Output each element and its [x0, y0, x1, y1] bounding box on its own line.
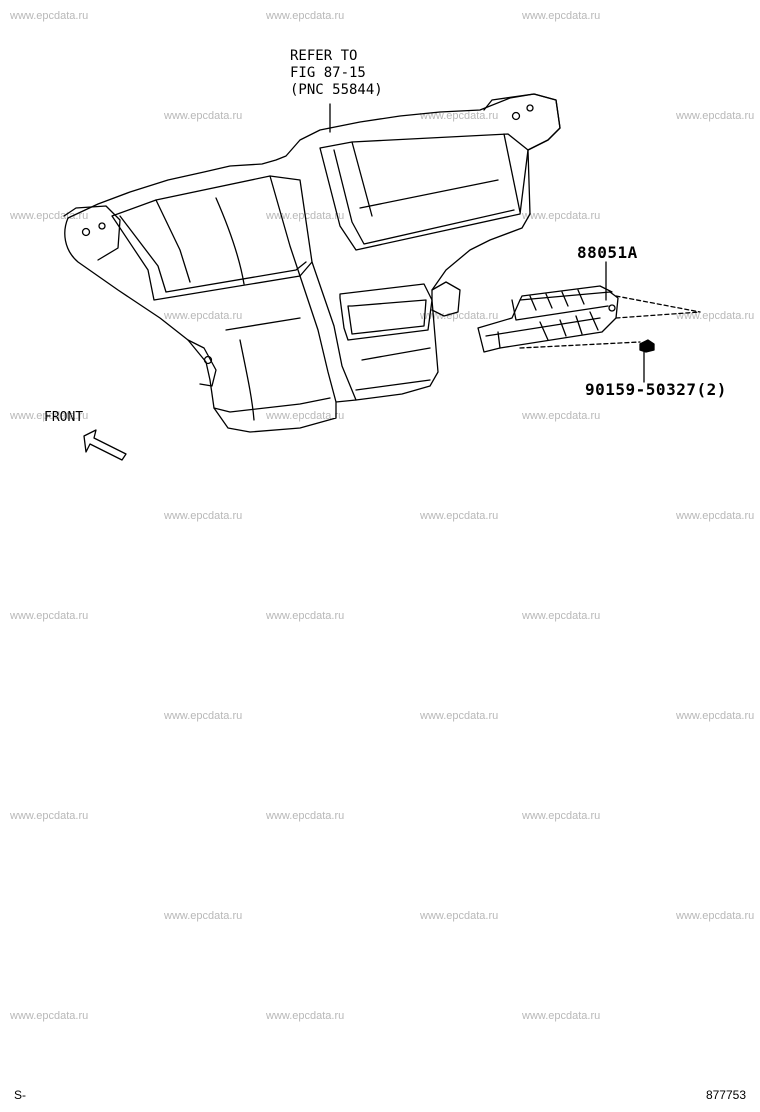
watermark-text: www.epcdata.ru [420, 110, 499, 122]
refer-note-line1: REFER TO [290, 48, 358, 64]
watermark-text: www.epcdata.ru [676, 510, 755, 522]
watermark-text: www.epcdata.ru [164, 310, 243, 322]
watermark-text: www.epcdata.ru [420, 910, 499, 922]
watermark-text: www.epcdata.ru [522, 410, 601, 422]
watermark-text: www.epcdata.ru [676, 110, 755, 122]
screw-90159-50327 [639, 339, 655, 383]
watermark-text: www.epcdata.ru [420, 310, 499, 322]
control-unit-88051A [477, 261, 701, 353]
watermark-text: www.epcdata.ru [676, 310, 755, 322]
heater-duct-housing [63, 93, 561, 433]
part-number-90159-50327[interactable]: 90159-50327(2) [585, 380, 727, 399]
footer-left-code: S- [14, 1088, 26, 1102]
watermark-text: www.epcdata.ru [420, 710, 499, 722]
watermark-text: www.epcdata.ru [676, 710, 755, 722]
footer-illustration-number: 877753 [705, 1088, 746, 1102]
refer-note-line3: (PNC 55844) [290, 82, 383, 98]
refer-note: REFER TO FIG 87-15 (PNC 55844) [290, 48, 383, 99]
watermark-text: www.epcdata.ru [420, 510, 499, 522]
watermark-text: www.epcdata.ru [522, 10, 601, 22]
watermark-text: www.epcdata.ru [164, 510, 243, 522]
watermark-text: www.epcdata.ru [266, 810, 345, 822]
watermark-text: www.epcdata.ru [266, 610, 345, 622]
watermark-text: www.epcdata.ru [164, 110, 243, 122]
watermark-text: www.epcdata.ru [266, 10, 345, 22]
refer-note-line2: FIG 87-15 [290, 65, 366, 81]
watermark-text: www.epcdata.ru [522, 210, 601, 222]
watermark-text: www.epcdata.ru [676, 910, 755, 922]
front-arrow-icon [83, 429, 127, 461]
watermark-text: www.epcdata.ru [266, 410, 345, 422]
watermark-text: www.epcdata.ru [164, 710, 243, 722]
watermark-text: www.epcdata.ru [10, 610, 89, 622]
front-label: FRONT [44, 410, 84, 425]
watermark-text: www.epcdata.ru [10, 410, 89, 422]
watermark-text: www.epcdata.ru [266, 1010, 345, 1022]
watermark-text: www.epcdata.ru [10, 810, 89, 822]
part-number-88051A[interactable]: 88051A [577, 243, 638, 262]
watermark-text: www.epcdata.ru [10, 10, 89, 22]
watermark-text: www.epcdata.ru [164, 910, 243, 922]
watermark-text: www.epcdata.ru [522, 1010, 601, 1022]
watermark-text: www.epcdata.ru [10, 1010, 89, 1022]
watermark-text: www.epcdata.ru [522, 810, 601, 822]
watermark-text: www.epcdata.ru [522, 610, 601, 622]
